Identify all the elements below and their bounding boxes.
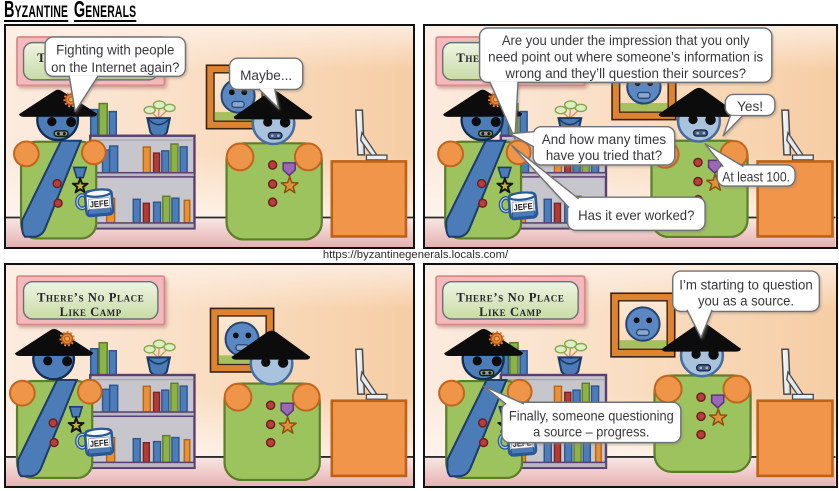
svg-text:Fighting with people: Fighting with people <box>56 43 174 58</box>
svg-text:need point out where someone’s: need point out where someone’s informati… <box>488 49 763 64</box>
svg-text:wrong and they’ll question the: wrong and they’ll question their sources… <box>504 66 746 81</box>
svg-text:Yes!: Yes! <box>737 99 763 114</box>
svg-text:Are you under the impression t: Are you under the impression that you on… <box>502 33 750 48</box>
svg-text:have you tried that?: have you tried that? <box>546 148 663 163</box>
svg-text:you as a source.: you as a source. <box>698 293 794 308</box>
svg-text:Has it ever worked?: Has it ever worked? <box>578 208 695 223</box>
svg-text:At least 100.: At least 100. <box>722 170 790 185</box>
svg-text:Maybe...: Maybe... <box>240 68 292 83</box>
svg-text:Finally, someone questioning: Finally, someone questioning <box>509 409 674 424</box>
svg-text:on the Internet again?: on the Internet again? <box>51 60 179 75</box>
svg-text:And how many times: And how many times <box>542 132 667 147</box>
svg-text:I’m starting to question: I’m starting to question <box>679 277 812 292</box>
svg-text:a source – progress.: a source – progress. <box>533 425 649 440</box>
